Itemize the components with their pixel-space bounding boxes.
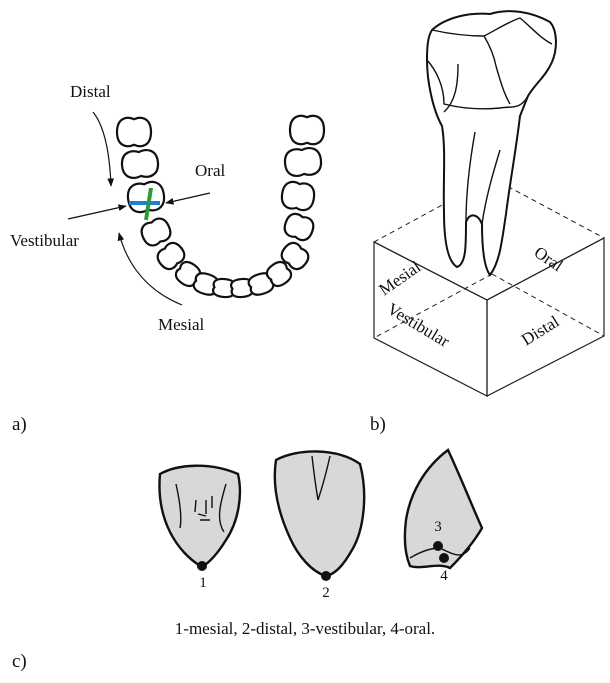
panel-label-a: a) bbox=[12, 414, 27, 435]
box-label-distal: Distal bbox=[518, 312, 563, 350]
arch-tooth bbox=[290, 116, 324, 144]
reference-point-dot bbox=[321, 571, 331, 581]
label-mesial: Mesial bbox=[158, 315, 205, 334]
caption: 1-mesial, 2-distal, 3-vestibular, 4-oral… bbox=[175, 619, 435, 638]
crown-distal-view bbox=[275, 451, 364, 576]
distal-arrow bbox=[93, 112, 111, 186]
reference-point-dot bbox=[439, 553, 449, 563]
crown-incisal-view bbox=[405, 450, 482, 568]
label-distal: Distal bbox=[70, 82, 111, 101]
reference-point-label: 4 bbox=[440, 568, 448, 584]
label-oral: Oral bbox=[195, 161, 225, 180]
label-vestibular: Vestibular bbox=[10, 231, 79, 250]
reference-point-label: 3 bbox=[434, 519, 442, 535]
panel-b: Mesial Oral Vestibular Distal b) bbox=[370, 11, 604, 435]
arch-tooth bbox=[280, 181, 315, 212]
molar-tooth bbox=[427, 11, 556, 275]
reference-point-dot bbox=[433, 541, 443, 551]
arch-tooth bbox=[282, 211, 316, 242]
panel-a: Distal Oral Vestibular Mesial a) bbox=[10, 82, 324, 435]
arch-tooth bbox=[121, 149, 159, 179]
crown-mesial-view bbox=[159, 466, 239, 567]
panel-label-c: c) bbox=[12, 651, 27, 672]
arch-tooth bbox=[117, 118, 151, 146]
reference-point-dot bbox=[197, 561, 207, 571]
vestibular-arrow bbox=[68, 206, 126, 219]
reference-point-label: 2 bbox=[322, 585, 330, 601]
box-label-oral: Oral bbox=[531, 243, 567, 276]
box-label-mesial: Mesial bbox=[375, 257, 424, 299]
box-label-vestibular: Vestibular bbox=[384, 299, 453, 351]
panel-c: 1 2 3 4 1-mesial, 2-distal, 3-vestibular, 4… bbox=[12, 450, 482, 672]
reference-point-label: 1 bbox=[199, 575, 207, 591]
arch-tooth bbox=[284, 147, 322, 177]
oral-arrow bbox=[166, 193, 210, 203]
panel-label-b: b) bbox=[370, 414, 386, 435]
